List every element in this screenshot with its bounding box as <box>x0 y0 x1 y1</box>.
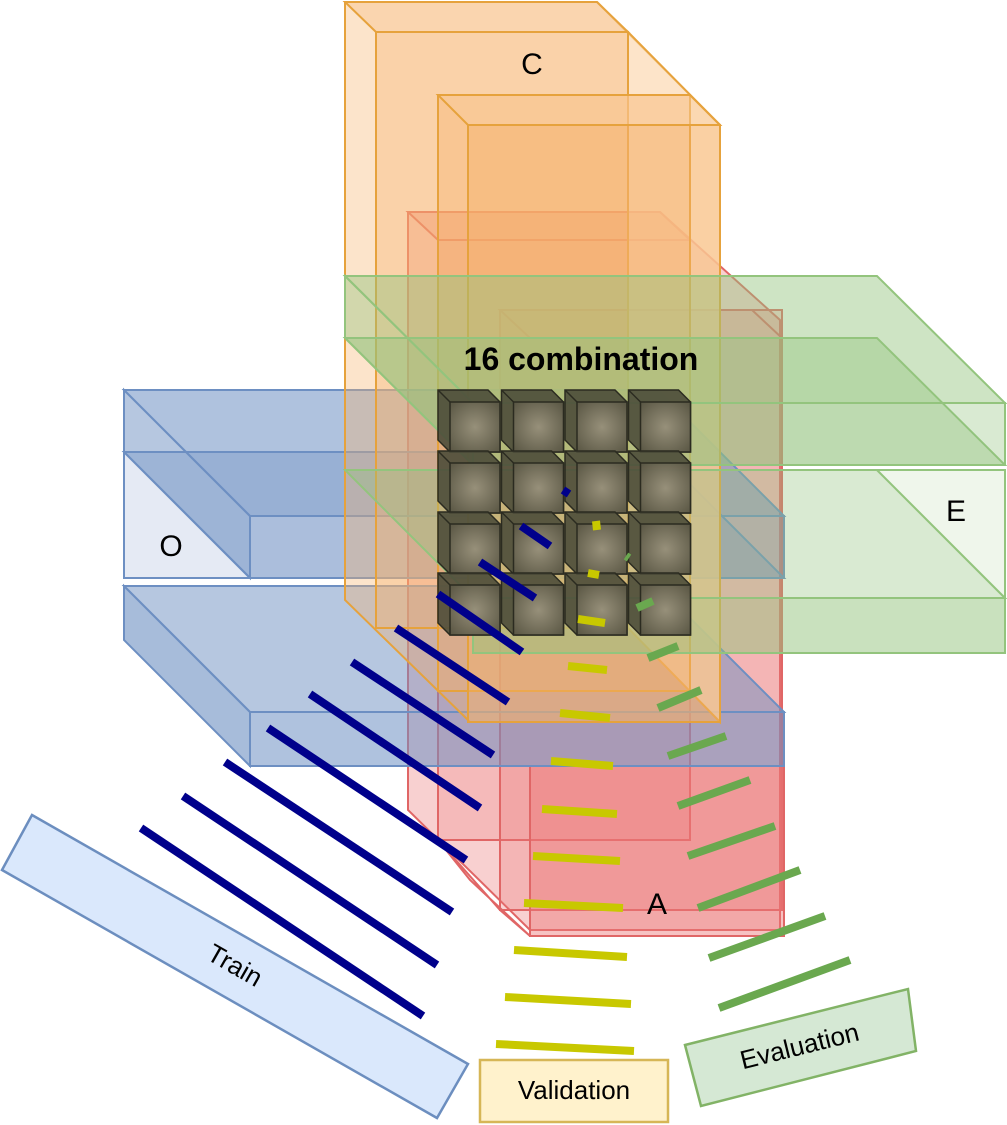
validation-lines <box>495 520 635 1055</box>
combination-cube <box>437 511 501 575</box>
evaluation-label-box: Evaluation <box>683 987 918 1108</box>
combination-cube <box>564 389 628 453</box>
validation-label-box: Validation <box>478 1058 670 1124</box>
combination-cube <box>564 450 628 514</box>
evaluation-lines <box>623 552 852 1012</box>
train-lines <box>138 486 572 1020</box>
combination-cube-grid <box>437 389 692 636</box>
combination-cube <box>500 511 565 575</box>
combination-cube <box>500 389 565 453</box>
combination-cube <box>500 450 565 514</box>
train-label-box: Train <box>0 813 470 1120</box>
combination-cube <box>627 572 692 636</box>
validation-label: Validation <box>518 1075 630 1105</box>
combination-cube <box>564 511 628 575</box>
combination-cube <box>437 389 501 453</box>
diagram-title: 16 combination <box>464 341 699 377</box>
combination-cube <box>627 450 692 514</box>
a-factor-label: A <box>647 888 667 921</box>
combination-cube <box>627 389 692 453</box>
o-factor-label: O <box>159 530 182 563</box>
combination-cube <box>627 511 692 575</box>
combination-cube <box>437 450 501 514</box>
e-factor-label: E <box>946 495 966 528</box>
c-factor-label: C <box>521 48 543 81</box>
